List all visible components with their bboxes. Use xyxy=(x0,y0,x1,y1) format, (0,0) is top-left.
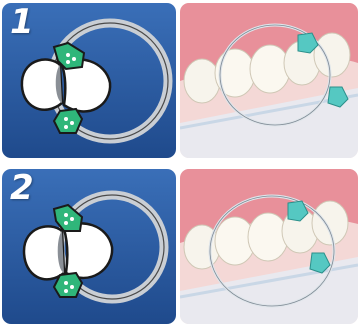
step-number: 1 xyxy=(10,5,34,39)
step-number: 2 xyxy=(10,171,34,205)
step-2-photo-panel xyxy=(180,169,358,324)
step-1-diagram-panel: 1 xyxy=(2,3,176,158)
step-1-photo-panel xyxy=(180,3,358,158)
lower-wedge xyxy=(54,273,82,297)
step-1-photo xyxy=(180,3,358,158)
step-2-diagram-panel: 2 xyxy=(2,169,176,324)
lower-wedge xyxy=(54,109,82,133)
step-2-photo xyxy=(180,169,358,324)
